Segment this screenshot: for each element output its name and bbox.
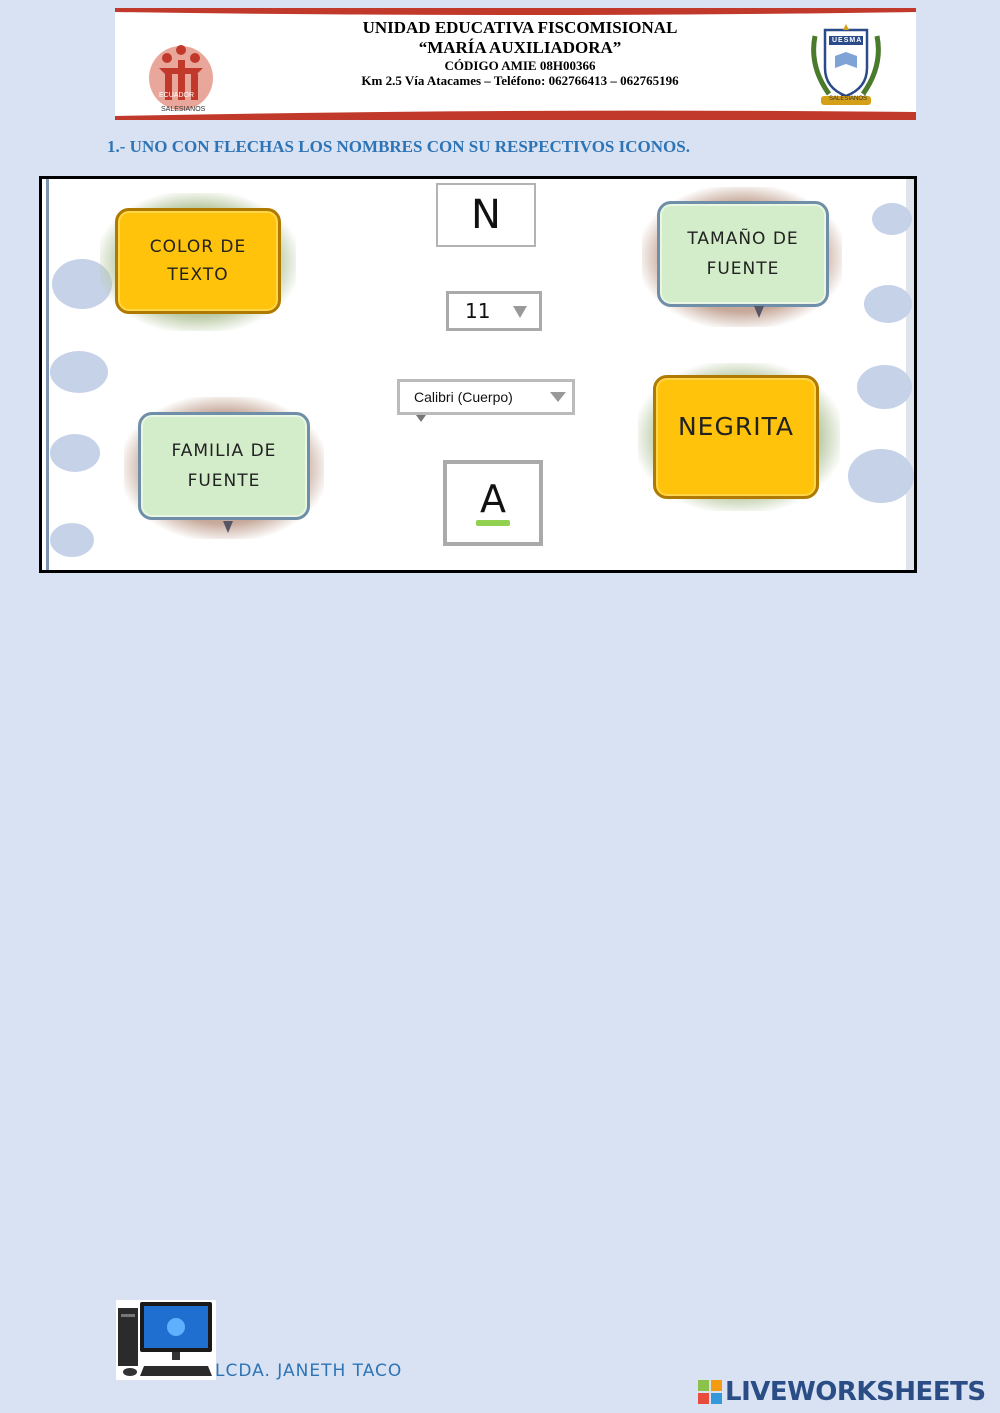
small-chevron-icon	[416, 415, 426, 422]
label-color-de-texto[interactable]: COLOR DE TEXTO	[115, 208, 281, 314]
header-top-stripe	[115, 8, 916, 15]
bold-letter: N	[471, 192, 501, 238]
decor-dot	[50, 523, 94, 557]
teacher-name: LCDA. JANETH TACO	[215, 1361, 403, 1381]
icon-font-size-dropdown[interactable]: 11	[446, 291, 542, 331]
color-underline-bar	[476, 520, 510, 526]
school-header: ECUADOR SALESIANOS UNIDAD EDUCATIVA FISC…	[115, 8, 916, 120]
decor-dot	[864, 285, 912, 323]
school-subname: “MARÍA AUXILIADORA”	[418, 38, 622, 57]
label-color-de-texto-line2: TEXTO	[167, 265, 229, 285]
label-familia-de-fuente[interactable]: FAMILIA DE FUENTE	[138, 412, 310, 533]
icon-bold-n[interactable]: N	[436, 183, 536, 247]
chevron-down-icon	[513, 306, 527, 318]
bubble-tail	[223, 521, 233, 533]
liveworksheets-brand[interactable]: LIVEWORKSHEETS	[698, 1377, 986, 1407]
salesianos-logo	[149, 45, 213, 110]
frame-right-shade	[906, 179, 914, 570]
color-letter: A	[480, 477, 506, 521]
label-familia-de-fuente-line2: FUENTE	[187, 471, 261, 491]
icon-font-color-a[interactable]: A	[443, 460, 543, 546]
exercise-instruction: 1.- UNO CON FLECHAS LOS NOMBRES CON SU R…	[107, 137, 690, 156]
header-bottom-stripe	[115, 110, 916, 120]
decor-dot	[848, 449, 914, 503]
brand-text: LIVEWORKSHEETS	[725, 1377, 986, 1407]
icon-font-family-dropdown[interactable]: Calibri (Cuerpo)	[397, 379, 575, 422]
decor-dot	[50, 434, 100, 472]
right-logo-caption-top: UESMA	[832, 37, 863, 44]
matching-exercise-area[interactable]: COLOR DE TEXTO TAMAÑO DE FUENTE FAMILIA …	[39, 176, 917, 573]
font-size-value: 11	[465, 299, 491, 323]
label-familia-de-fuente-line1: FAMILIA DE	[171, 441, 277, 461]
label-tamano-de-fuente-line2: FUENTE	[706, 259, 780, 279]
decor-dot	[50, 351, 108, 393]
frame-left-line	[46, 179, 49, 570]
right-logo-caption-bottom: SALESIANOS	[829, 96, 868, 102]
left-logo-caption-bottom: SALESIANOS	[161, 106, 206, 113]
label-tamano-de-fuente[interactable]: TAMAÑO DE FUENTE	[657, 201, 829, 318]
uesma-crest-logo	[811, 24, 881, 105]
decor-dot	[857, 365, 912, 409]
amie-code: CÓDIGO AMIE 08H00366	[444, 58, 596, 73]
school-name: UNIDAD EDUCATIVA FISCOMISIONAL	[362, 18, 678, 37]
header-titles: UNIDAD EDUCATIVA FISCOMISIONAL “MARÍA AU…	[295, 18, 745, 88]
label-tamano-de-fuente-line1: TAMAÑO DE	[687, 229, 799, 249]
address-phone: Km 2.5 Vía Atacames – Teléfono: 06276641…	[361, 73, 679, 88]
label-color-de-texto-line1: COLOR DE	[149, 237, 247, 257]
chevron-down-icon	[550, 392, 566, 402]
label-negrita[interactable]: NEGRITA	[653, 375, 819, 499]
bubble-tail	[754, 306, 764, 318]
decor-dot	[872, 203, 912, 235]
computer-icon	[116, 1300, 216, 1380]
font-family-value: Calibri (Cuerpo)	[414, 389, 513, 405]
left-logo-caption-top: ECUADOR	[159, 92, 195, 99]
liveworksheets-logo-icon	[698, 1380, 722, 1404]
label-negrita-text: NEGRITA	[677, 412, 795, 441]
